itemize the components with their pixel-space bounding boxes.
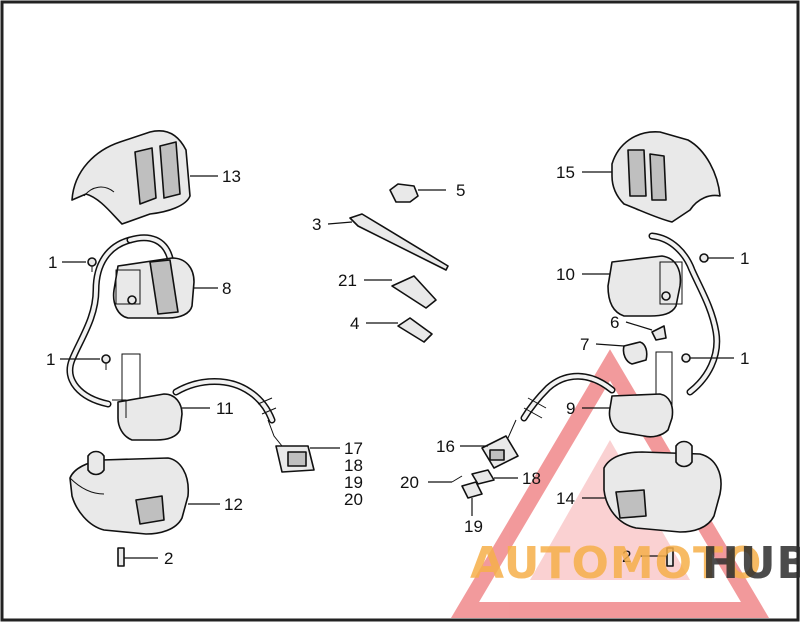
- watermark-suffix: HUB: [702, 538, 800, 589]
- callout-9: 9: [566, 399, 575, 418]
- callout-6: 6: [610, 313, 619, 332]
- callout-5: 5: [456, 181, 465, 200]
- callout-18-left: 18: [344, 456, 363, 475]
- callout-14: 14: [556, 489, 575, 508]
- callout-8: 8: [222, 279, 231, 298]
- callout-17: 17: [344, 439, 363, 458]
- callout-19-right: 19: [464, 517, 483, 536]
- callout-2-right: 2: [622, 547, 631, 566]
- callout-1-left-mid: 1: [46, 350, 55, 369]
- callout-15: 15: [556, 163, 575, 182]
- left-lower-housing: [69, 450, 190, 535]
- callout-11: 11: [216, 399, 234, 418]
- left-lower-switch: [112, 353, 276, 441]
- watermark-text: AUTOMOTO HUB: [470, 538, 800, 589]
- callout-18-right: 18: [522, 469, 541, 488]
- clip: [389, 183, 446, 203]
- callout-10: 10: [556, 265, 575, 284]
- sleeve-short: [366, 317, 433, 343]
- right-connector: [481, 397, 547, 469]
- callout-16: 16: [436, 437, 455, 456]
- right-lower-screw: [640, 547, 674, 567]
- left-connector: [257, 397, 315, 473]
- callout-12: 12: [224, 495, 243, 514]
- lower-screw: [117, 547, 158, 567]
- right-top-screw: [699, 253, 734, 263]
- callout-19-left: 19: [344, 473, 363, 492]
- small-bracket: [625, 321, 667, 341]
- callout-7: 7: [580, 335, 589, 354]
- callout-3: 3: [312, 215, 321, 234]
- callout-4: 4: [350, 314, 359, 333]
- right-terminals: [428, 469, 518, 516]
- callout-1-right-top: 1: [740, 249, 749, 268]
- callout-2-left: 2: [164, 549, 173, 568]
- right-mid-screw: [681, 353, 734, 363]
- right-lower-housing: [603, 440, 722, 533]
- right-lower-switch: [520, 351, 674, 438]
- callout-21: 21: [338, 271, 357, 290]
- left-top-screw: [62, 257, 97, 272]
- callout-1-left-top: 1: [48, 253, 57, 272]
- right-upper-housing: [611, 131, 721, 223]
- left-upper-housing: [71, 130, 191, 225]
- sleeve-long: [364, 275, 437, 309]
- callout-20-left: 20: [344, 490, 363, 509]
- right-small-switch: [595, 341, 648, 365]
- callout-20-right: 20: [400, 473, 419, 492]
- left-upper-switch: [66, 234, 195, 408]
- callout-1-right-mid: 1: [740, 349, 749, 368]
- cable-strap: [327, 213, 449, 271]
- callout-13: 13: [222, 167, 241, 186]
- watermark-prefix: AUTOMOTO: [470, 538, 762, 589]
- left-mid-screw: [60, 354, 111, 370]
- right-upper-switch: [607, 232, 721, 396]
